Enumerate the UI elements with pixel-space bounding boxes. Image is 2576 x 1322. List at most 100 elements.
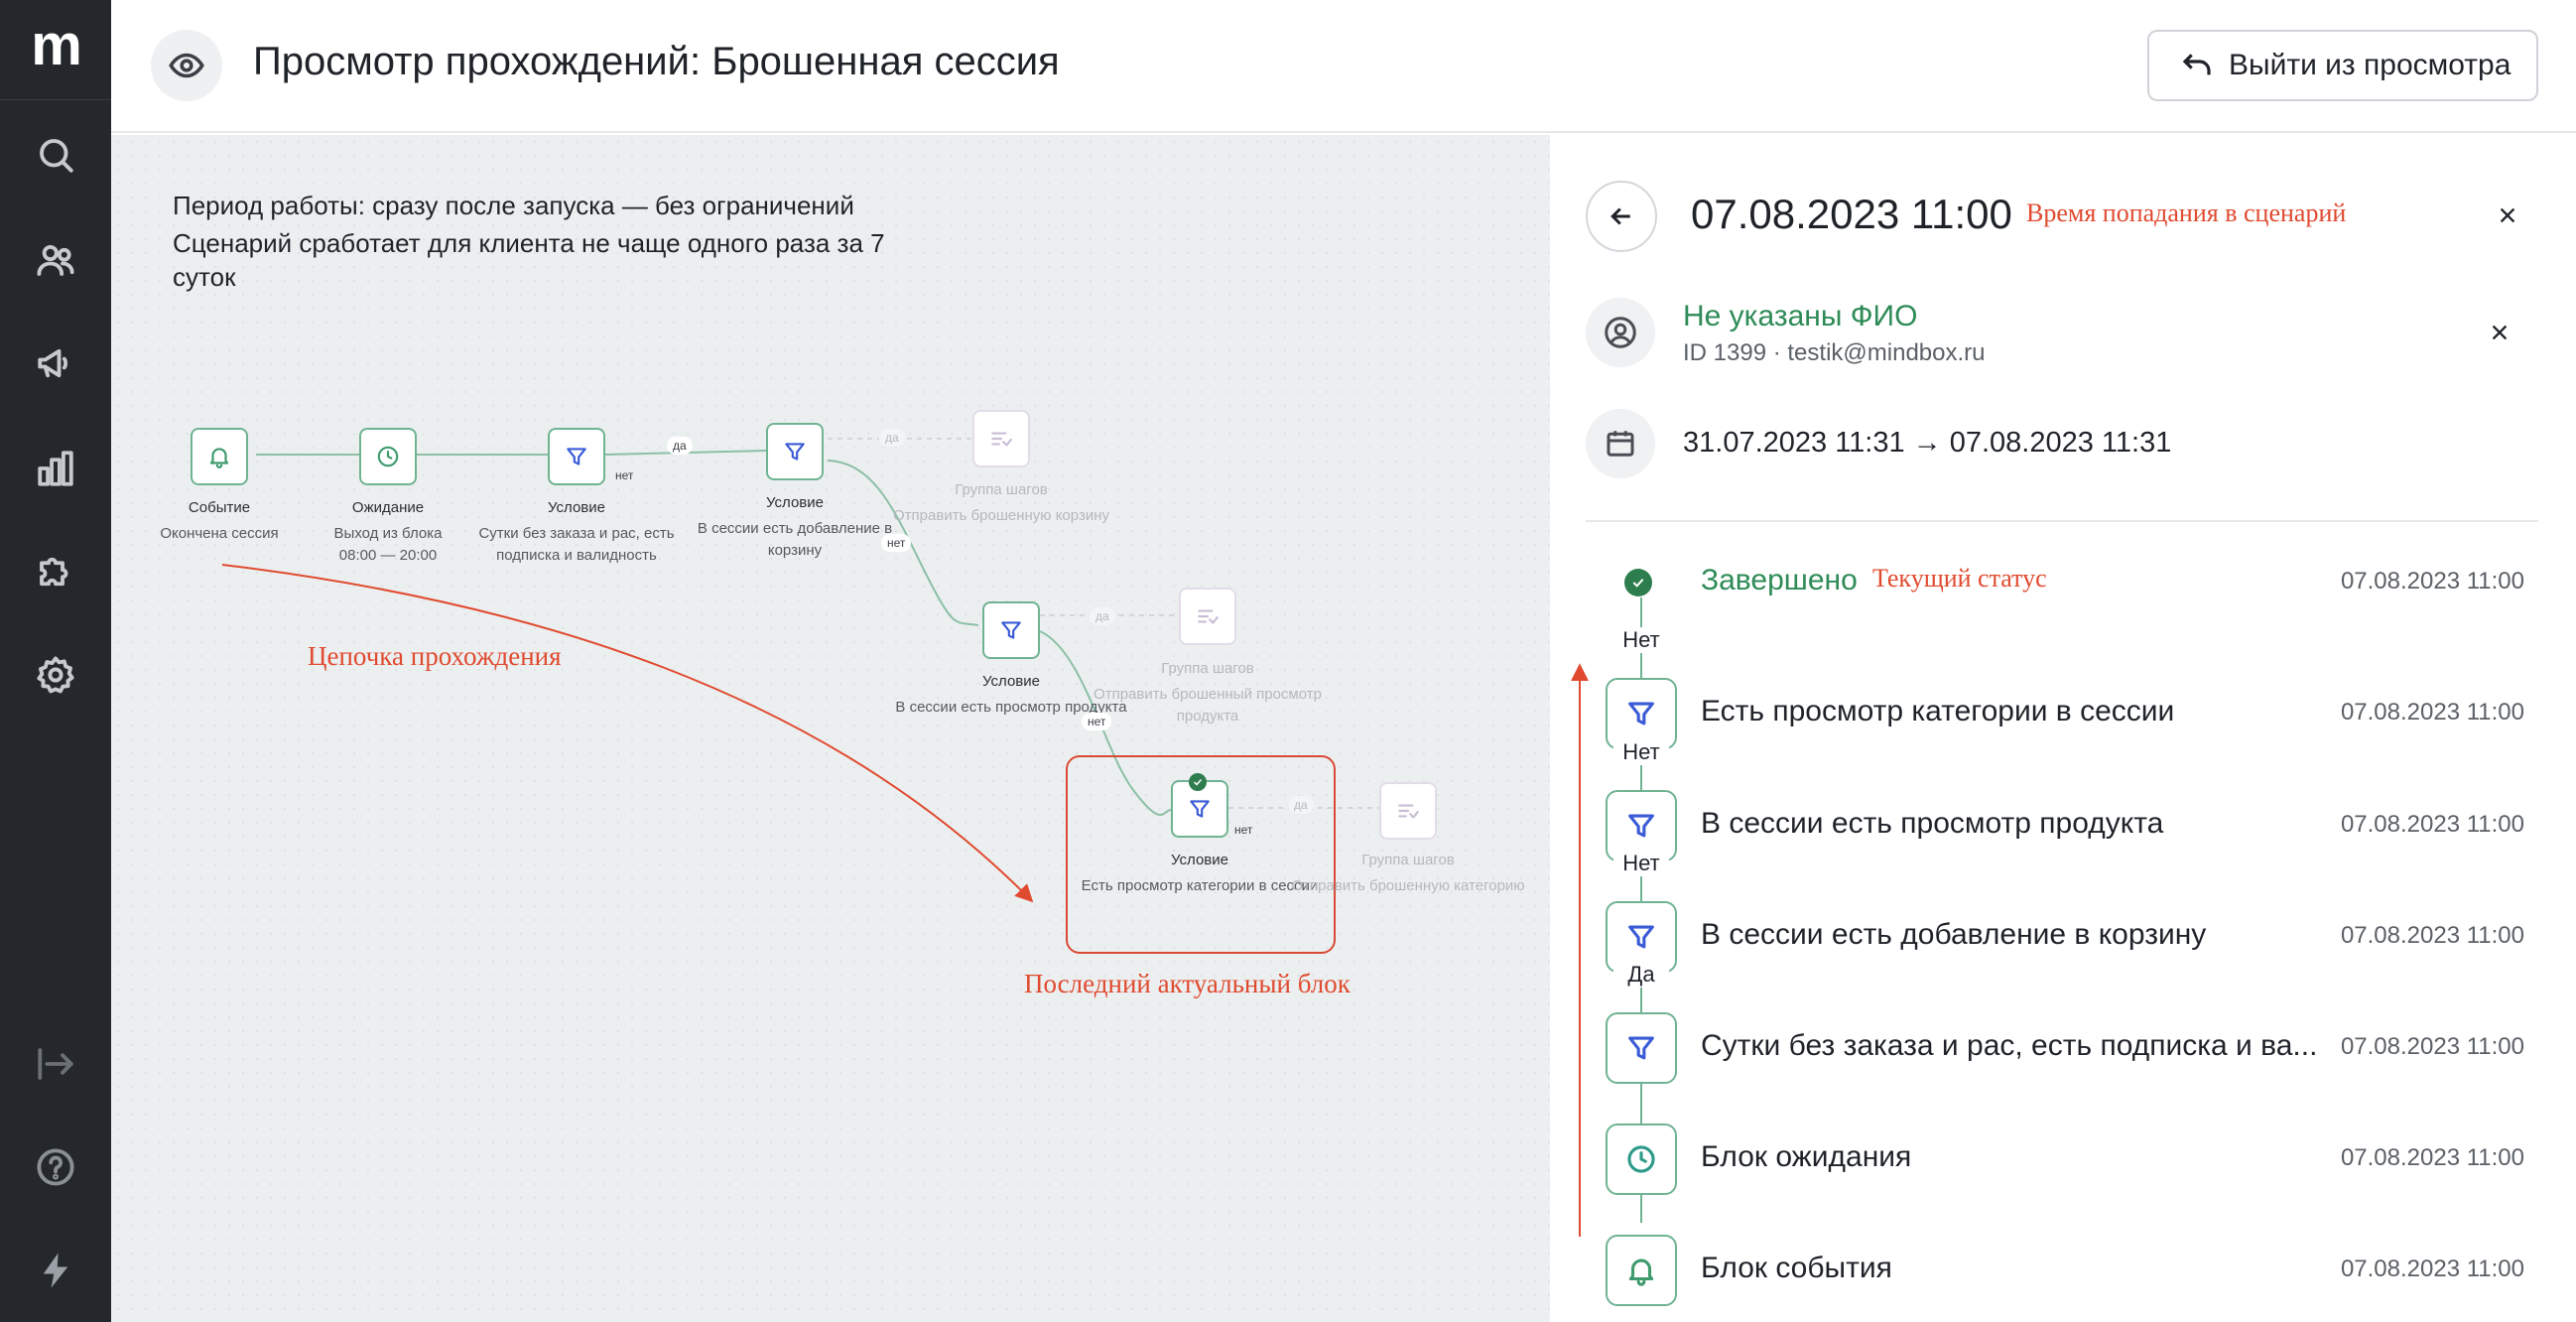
step-group-icon bbox=[1198, 609, 1219, 624]
step-branch-tag: Нет bbox=[1613, 739, 1669, 765]
annotation-last-block: Последний актуальный блок bbox=[1024, 969, 1351, 998]
edge-label-no-1: нет bbox=[615, 468, 634, 482]
edge-cond2-cond3 bbox=[827, 460, 979, 626]
filter-icon bbox=[1001, 621, 1021, 639]
info-frequency-cont: суток bbox=[173, 262, 236, 292]
node-condition-3-desc: В сессии есть просмотр продукта bbox=[895, 699, 1127, 716]
step-label[interactable]: В сессии есть просмотр продукта bbox=[1701, 807, 2164, 840]
node-condition-1-title: Условие bbox=[548, 499, 605, 516]
annotation-current-status: Текущий статус bbox=[1872, 564, 2047, 593]
step-item[interactable] bbox=[1606, 901, 1677, 973]
edge-label-yes-2: да bbox=[879, 429, 905, 447]
node-event-desc: Окончена сессия bbox=[160, 525, 279, 542]
arrow-left-icon bbox=[1610, 207, 1630, 225]
step-label[interactable]: Есть просмотр категории в сессии bbox=[1701, 695, 2175, 727]
step-time: 07.08.2023 11:00 bbox=[2340, 922, 2524, 949]
sidebar: m bbox=[0, 0, 111, 1322]
node-group-1-desc: Отправить брошенную корзину bbox=[893, 507, 1109, 524]
mindbox-logo[interactable]: m bbox=[31, 13, 82, 77]
status-time: 07.08.2023 11:00 bbox=[2340, 568, 2524, 595]
puzzle-icon[interactable] bbox=[30, 546, 81, 597]
page-title: Просмотр прохождений: Брошенная сессия bbox=[253, 40, 1060, 83]
filter-icon bbox=[567, 448, 586, 465]
step-group-icon bbox=[991, 432, 1012, 447]
node-group-3-title: Группа шагов bbox=[1361, 852, 1455, 868]
gear-icon[interactable] bbox=[30, 649, 81, 701]
clock-icon bbox=[1627, 1145, 1655, 1173]
back-button[interactable] bbox=[1586, 181, 1657, 252]
node-condition-1-desc: Сутки без заказа и рас, есть подписка и … bbox=[478, 525, 675, 564]
node-group-3[interactable] bbox=[1379, 782, 1437, 840]
node-condition-1[interactable] bbox=[548, 428, 605, 485]
check-icon bbox=[1189, 773, 1207, 791]
filter-icon bbox=[1628, 814, 1654, 838]
undo-arrow-icon bbox=[2182, 54, 2211, 75]
node-condition-2-desc: В сессии есть добавление в корзину bbox=[697, 520, 893, 559]
help-icon[interactable] bbox=[30, 1141, 81, 1193]
edge-label-yes-1: да bbox=[667, 437, 693, 455]
run-details-panel: 07.08.2023 11:00 Время попадания в сцена… bbox=[1550, 135, 2576, 1322]
last-block-highlight bbox=[1066, 755, 1336, 954]
run-period: 31.07.2023 11:31 → 07.08.2023 11:31 bbox=[1683, 427, 2172, 459]
filter-icon bbox=[1628, 702, 1654, 726]
node-group-2-desc: Отправить брошенный просмотр продукта bbox=[1094, 686, 1322, 725]
step-item[interactable] bbox=[1606, 1012, 1677, 1084]
node-wait[interactable] bbox=[359, 428, 417, 485]
close-panel-icon[interactable] bbox=[2493, 200, 2522, 230]
search-icon[interactable] bbox=[30, 129, 81, 181]
panel-title: 07.08.2023 11:00 bbox=[1691, 191, 2012, 237]
panel-divider bbox=[1586, 520, 2538, 522]
step-time: 07.08.2023 11:00 bbox=[2340, 1256, 2524, 1282]
step-item[interactable] bbox=[1606, 1235, 1677, 1306]
users-icon[interactable] bbox=[30, 234, 81, 286]
clear-client-icon[interactable] bbox=[2485, 318, 2514, 347]
edge-label-yes-4: да bbox=[1288, 796, 1314, 814]
filter-icon bbox=[1190, 800, 1210, 818]
collapse-arrow-icon[interactable] bbox=[30, 1038, 81, 1090]
exit-preview-button[interactable]: Выйти из просмотра bbox=[2147, 30, 2538, 101]
node-condition-2[interactable] bbox=[766, 423, 824, 480]
node-group-2[interactable] bbox=[1179, 588, 1236, 645]
node-group-3-desc: Отправить брошенную категорию bbox=[1291, 877, 1525, 894]
annotation-entry-time: Время попадания в сценарий bbox=[2026, 198, 2347, 227]
lightning-icon[interactable] bbox=[30, 1245, 81, 1296]
node-group-1-title: Группа шагов bbox=[955, 481, 1048, 498]
node-condition-4-desc: Есть просмотр категории в сессии bbox=[1081, 877, 1319, 894]
node-group-1[interactable] bbox=[972, 410, 1030, 467]
node-condition-2-title: Условие bbox=[766, 494, 824, 511]
scenario-canvas[interactable]: Период работы: сразу после запуска — без… bbox=[111, 135, 1550, 1322]
bell-icon bbox=[1628, 1258, 1654, 1286]
filter-icon bbox=[1628, 925, 1654, 949]
step-branch-tag: Нет bbox=[1613, 851, 1669, 876]
node-wait-desc: Выход из блока 08:00 — 20:00 bbox=[333, 525, 443, 564]
step-item[interactable] bbox=[1606, 790, 1677, 861]
megaphone-icon[interactable] bbox=[30, 337, 81, 389]
edge-label-yes-3: да bbox=[1090, 607, 1115, 625]
node-wait-title: Ожидание bbox=[351, 499, 425, 516]
edge-label-no-3: нет bbox=[1082, 713, 1112, 730]
step-label[interactable]: Блок события bbox=[1701, 1252, 1892, 1284]
step-label[interactable]: Блок ожидания bbox=[1701, 1140, 1912, 1173]
page-header: Просмотр прохождений: Брошенная сессия В… bbox=[111, 0, 2576, 133]
edge-cond3-cond4 bbox=[1039, 630, 1172, 816]
bar-chart-icon[interactable] bbox=[30, 443, 81, 494]
node-condition-4[interactable] bbox=[1171, 780, 1228, 838]
step-item[interactable] bbox=[1606, 678, 1677, 749]
node-group-2-title: Группа шагов bbox=[1161, 660, 1254, 677]
step-item[interactable] bbox=[1606, 1124, 1677, 1195]
annotation-chain: Цепочка прохождения bbox=[308, 641, 562, 671]
node-event[interactable] bbox=[191, 428, 248, 485]
client-name-link[interactable]: Не указаны ФИО bbox=[1683, 300, 1918, 332]
step-time: 07.08.2023 11:00 bbox=[2340, 1033, 2524, 1060]
node-condition-4-title: Условие bbox=[1171, 852, 1228, 868]
node-event-title: Событие bbox=[188, 499, 251, 516]
step-label[interactable]: Сутки без заказа и рас, есть подписка и … bbox=[1701, 1029, 2318, 1062]
client-meta: ID 1399 · testik@mindbox.ru bbox=[1683, 339, 1986, 366]
node-condition-3[interactable] bbox=[982, 601, 1040, 659]
bell-icon bbox=[209, 448, 229, 468]
step-label[interactable]: В сессии есть добавление в корзину bbox=[1701, 918, 2207, 951]
step-branch-tag: Нет bbox=[1613, 627, 1669, 653]
step-group-icon bbox=[1398, 804, 1419, 819]
view-mode-button[interactable] bbox=[151, 30, 222, 101]
exit-preview-label: Выйти из просмотра bbox=[2229, 49, 2512, 81]
